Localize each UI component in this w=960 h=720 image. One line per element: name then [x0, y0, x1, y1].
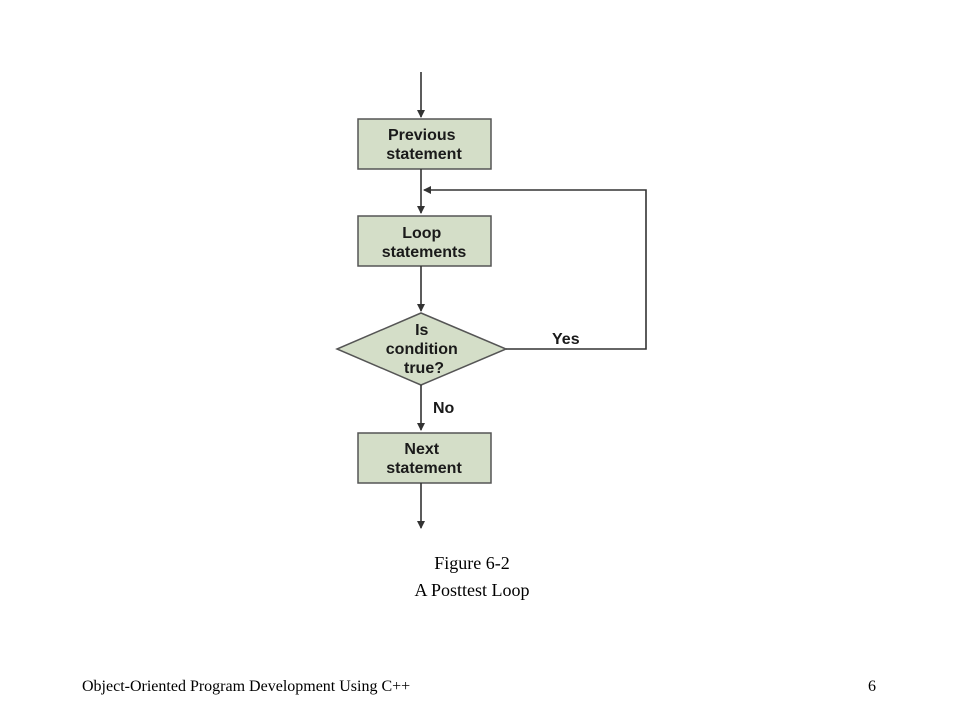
loop-statements-box	[357, 215, 492, 267]
decision-label-line-2: condition	[386, 341, 458, 358]
figure-title: A Posttest Loop	[414, 580, 530, 600]
next-statement-box	[357, 432, 492, 484]
previous-statement-label-line-1: Previous	[388, 127, 456, 144]
decision-label-line-3: true?	[404, 360, 444, 377]
loop-statements-label-line-1: Loop	[402, 225, 441, 242]
svg-text:Next statement: Next statement	[386, 441, 462, 477]
no-edge-label: No	[433, 400, 455, 417]
page-number: 6	[868, 678, 876, 695]
decision-label-line-1: Is	[415, 322, 428, 339]
next-statement-label-line-1: Next	[404, 441, 439, 458]
yes-edge-label: Yes	[552, 331, 580, 348]
svg-text:Loop statements: Loop statements	[382, 225, 467, 261]
footer-course-title: Object-Oriented Program Development Usin…	[82, 678, 411, 695]
previous-statement-label-line-2: statement	[386, 146, 462, 163]
svg-text:Previous statement: Previous statement	[386, 127, 462, 163]
next-statement-label-line-2: statement	[386, 460, 462, 477]
figure-number: Figure 6-2	[434, 553, 510, 573]
previous-statement-box	[357, 118, 492, 170]
loop-statements-label-line-2: statements	[382, 244, 467, 261]
svg-text:Is condition true?: Is condition true?	[386, 322, 462, 377]
arrow-yes-loop-back	[423, 186, 647, 350]
